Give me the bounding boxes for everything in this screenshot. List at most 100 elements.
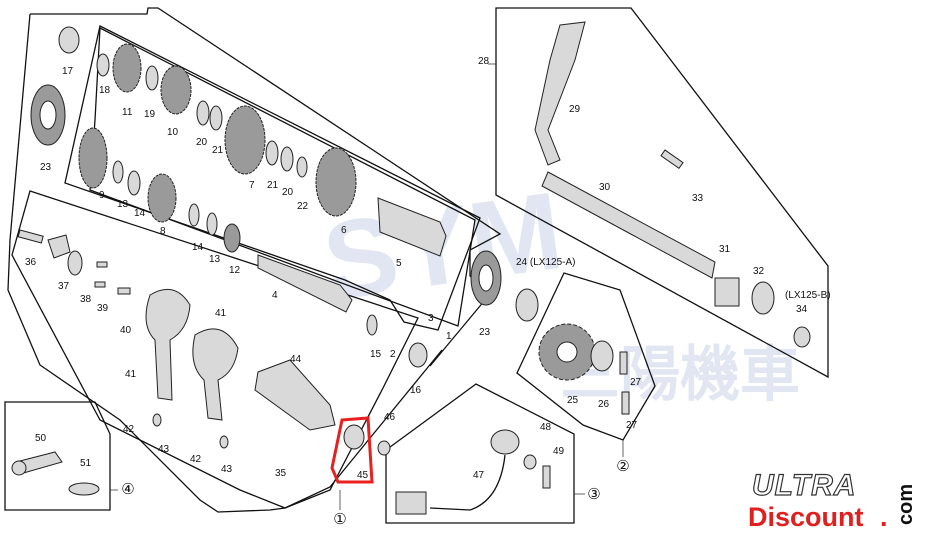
section-marker: ②	[616, 457, 629, 475]
part-4-shaft	[257, 254, 353, 313]
brand-com-text: com	[895, 484, 917, 525]
part-label: 43	[221, 464, 233, 475]
part-label: 36	[25, 257, 37, 268]
part-label: 13	[209, 254, 221, 265]
part-36-bolt	[17, 229, 44, 244]
part-17-bearing	[58, 26, 80, 54]
part-21-ring	[209, 105, 223, 131]
outline-section-4	[4, 401, 111, 511]
part-18-washer	[96, 53, 110, 77]
section-outlines	[4, 7, 829, 524]
part-29-lever	[534, 21, 586, 166]
part-label: 1	[446, 331, 452, 342]
part-label: 50	[35, 433, 47, 444]
part-49-bolt	[542, 465, 551, 489]
part-15-washer	[366, 314, 378, 336]
brand-dot: .	[880, 502, 888, 532]
part-label: 48	[540, 422, 552, 433]
part-38-spring	[67, 250, 83, 276]
part-label: 38	[80, 294, 92, 305]
part-label: 46	[384, 412, 396, 423]
part-16-bearing	[408, 342, 428, 368]
part-label: 13	[117, 199, 129, 210]
part-45-cam	[343, 424, 365, 450]
part-9-gear	[78, 127, 108, 189]
part-11-gear	[112, 43, 142, 93]
part-label: 34	[796, 304, 808, 315]
part-label: 47	[473, 470, 485, 481]
part-label: 28	[478, 56, 490, 67]
part-label: 24 (LX125-A)	[516, 257, 575, 268]
section-marker: ③	[587, 485, 600, 503]
part-label: (LX125-B)	[785, 290, 831, 301]
section-markers: ① ②③ ④	[121, 457, 629, 528]
brand-logo: ULTRA Discount . com	[748, 468, 917, 532]
part-label: 29	[569, 104, 581, 115]
part-44-shift-drum	[254, 359, 336, 431]
part-label: 42	[190, 454, 202, 465]
part-label: 51	[80, 458, 92, 469]
part-label: 25	[567, 395, 579, 406]
highlight-part-45	[330, 416, 374, 484]
part-label: 40	[120, 325, 132, 336]
part-32-spring	[751, 281, 775, 315]
part-43-pin	[152, 413, 162, 427]
part-label: 23	[479, 327, 491, 338]
part-label: 22	[297, 201, 309, 212]
part-label: 11	[122, 107, 133, 118]
part-label: 10	[167, 127, 179, 138]
part-label: 14	[134, 208, 146, 219]
part-label: 18	[99, 85, 111, 96]
section-leaders	[110, 63, 624, 510]
part-50-end	[11, 460, 27, 476]
part-label: 20	[282, 187, 294, 198]
part-7-gear	[224, 105, 266, 175]
section-marker: ④	[121, 480, 134, 498]
part-label: 3	[428, 313, 434, 324]
part-6-gear	[315, 147, 357, 217]
part-label: 31	[719, 244, 731, 255]
part-13-ring	[112, 160, 124, 184]
part-label: 4	[272, 290, 278, 301]
part-27-bolt-bottom	[621, 391, 630, 415]
part-label: 8	[160, 226, 166, 237]
section-marker: ①	[333, 510, 346, 528]
part-47-sensor-cable	[429, 454, 506, 511]
part-41-fork-right	[192, 328, 239, 421]
part-label: 35	[275, 468, 287, 479]
part-26-plate	[590, 340, 614, 372]
outline-section-2	[516, 272, 656, 441]
part-label: 2	[390, 349, 396, 360]
part-27-bolt-top	[619, 351, 628, 375]
part-37-plate	[47, 234, 71, 259]
part-label: 27	[630, 377, 642, 388]
part-8-gear	[147, 173, 177, 223]
outline-gear-tray	[89, 26, 476, 327]
part-label: 7	[249, 180, 255, 191]
part-label: 42	[123, 424, 135, 435]
part-13b-ring	[206, 212, 218, 236]
part-label: 45	[357, 470, 369, 481]
part-40-pin	[117, 287, 131, 295]
part-47-sensor	[490, 429, 520, 455]
part-label: 44	[290, 354, 302, 365]
part-label: 49	[553, 446, 565, 457]
part-label: 5	[396, 258, 402, 269]
part-label: 16	[410, 385, 422, 396]
part-31-collar	[714, 277, 740, 307]
part-5-shaft	[377, 197, 447, 257]
part-label: 21	[212, 145, 224, 156]
part-51-spring	[68, 482, 100, 496]
part-label: 39	[97, 303, 109, 314]
part-19-washer	[145, 65, 159, 91]
part-label: 21	[267, 180, 279, 191]
part-34-washer	[793, 326, 811, 348]
part-label: 15	[370, 349, 382, 360]
part-label: 23	[40, 162, 52, 173]
part-24-seal	[515, 288, 539, 322]
part-label: 20	[196, 137, 208, 148]
brand-ultra-text: ULTRA	[752, 469, 856, 502]
brand-discount-text: Discount	[748, 502, 864, 532]
part-20-ring	[196, 100, 210, 126]
